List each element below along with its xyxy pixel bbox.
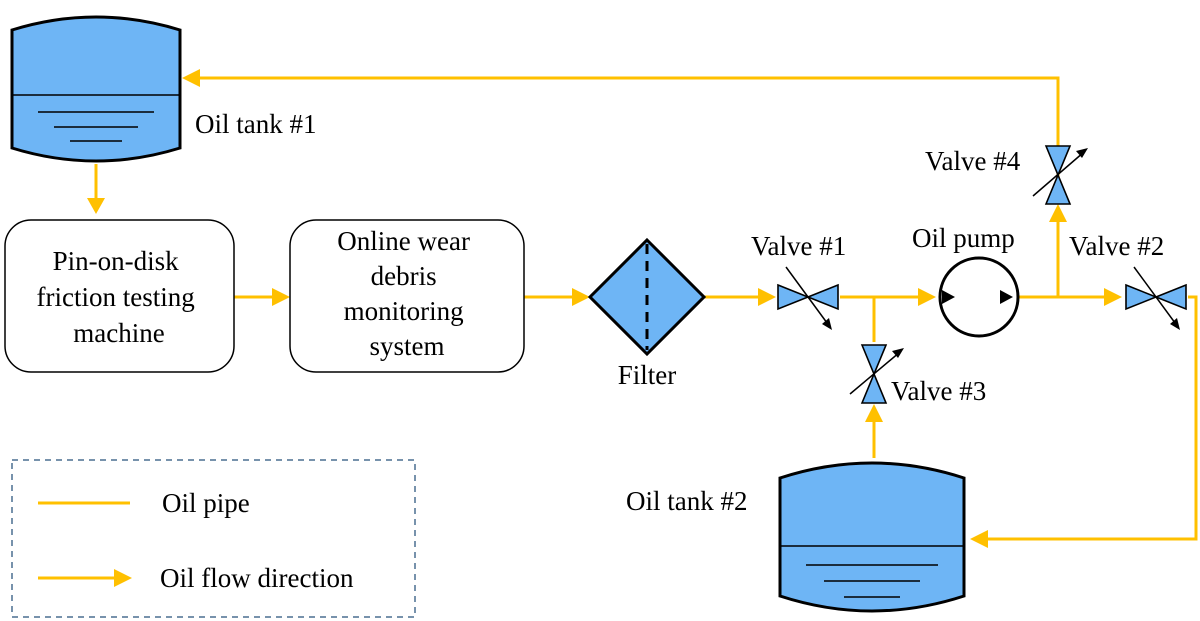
- valve-4-label: Valve #4: [925, 146, 1021, 176]
- oil-tank-2-label: Oil tank #2: [626, 486, 748, 516]
- oil-pump-body: [938, 256, 1020, 338]
- pin-on-disk-label: Pin-on-disk friction testing machine: [37, 246, 202, 348]
- legend-box: [11, 459, 416, 618]
- pin-on-disk-box: [4, 219, 235, 373]
- monitoring-system-label: Online wear debris monitoring system: [337, 226, 476, 361]
- valve-1-left-triangle: [777, 283, 811, 311]
- valve-2-adjust-arrowhead: [1170, 318, 1180, 330]
- pipe-valve2-to-tank2: [988, 295, 1198, 541]
- valve-1: [777, 266, 839, 330]
- valve-3-bottom-triangle: [860, 371, 888, 404]
- oil-pump-label: Oil pump: [912, 223, 1015, 253]
- valve-2-right-triangle: [1153, 283, 1187, 311]
- valve-1-right-triangle: [805, 283, 839, 311]
- oil-tank-1-label: Oil tank #1: [195, 109, 317, 139]
- valve-3: [849, 344, 904, 404]
- flow-arrow-into-valve4: [1049, 204, 1067, 222]
- valve-2: [1125, 266, 1187, 330]
- flow-arrow-into-tank1: [182, 69, 200, 87]
- legend: Oil pipe Oil flow direction: [11, 459, 416, 618]
- valve-1-adjust-arrowhead: [822, 318, 832, 330]
- oil-tank-1: [10, 15, 182, 163]
- valve-2-left-triangle: [1125, 283, 1159, 311]
- valve-4: [1032, 145, 1088, 205]
- flow-arrow-into-pump: [918, 288, 936, 306]
- oil-pipes: [87, 69, 1198, 548]
- flow-arrow-into-monitoring: [272, 288, 290, 306]
- filter: [587, 237, 707, 357]
- flow-arrow-into-filter: [572, 288, 590, 306]
- valve-3-label: Valve #3: [891, 376, 986, 406]
- oil-pump-outlet-marker: [1000, 290, 1013, 304]
- valve-3-adjust-arrowhead: [892, 348, 904, 358]
- flow-arrow-into-valve2: [1104, 288, 1122, 306]
- flow-arrow-into-tank2: [970, 530, 988, 548]
- legend-oil-flow-arrowhead: [114, 569, 132, 587]
- valve-1-adjust-arrow: [785, 266, 831, 328]
- online-wear-debris-monitoring-system: Online wear debris monitoring system: [289, 219, 525, 373]
- flow-arrow-into-valve3: [865, 404, 883, 422]
- pin-on-disk-machine: Pin-on-disk friction testing machine: [4, 219, 235, 373]
- valve-2-adjust-arrow: [1133, 266, 1179, 328]
- valve-4-adjust-arrow: [1032, 151, 1085, 197]
- valve-4-top-triangle: [1044, 145, 1072, 178]
- oil-tank-2: [778, 461, 966, 613]
- valve-3-top-triangle: [860, 344, 888, 377]
- oil-tank-2-body: [778, 461, 966, 613]
- valve-3-adjust-arrow: [849, 351, 901, 395]
- valve-4-adjust-arrowhead: [1076, 148, 1088, 158]
- valve-2-label: Valve #2: [1069, 231, 1164, 261]
- filter-label: Filter: [618, 360, 677, 390]
- oil-pump: [938, 256, 1020, 338]
- flow-arrow-into-pin-on-disk: [87, 198, 105, 214]
- flow-arrow-into-valve1: [758, 288, 776, 306]
- oil-pump-inlet-marker: [942, 290, 955, 304]
- valve-4-bottom-triangle: [1044, 172, 1072, 205]
- monitoring-system-box: [289, 219, 525, 373]
- legend-oil-flow-label: Oil flow direction: [160, 563, 354, 593]
- valve-1-label: Valve #1: [751, 231, 846, 261]
- oil-tank-1-body: [10, 15, 182, 163]
- legend-oil-pipe-label: Oil pipe: [162, 488, 250, 518]
